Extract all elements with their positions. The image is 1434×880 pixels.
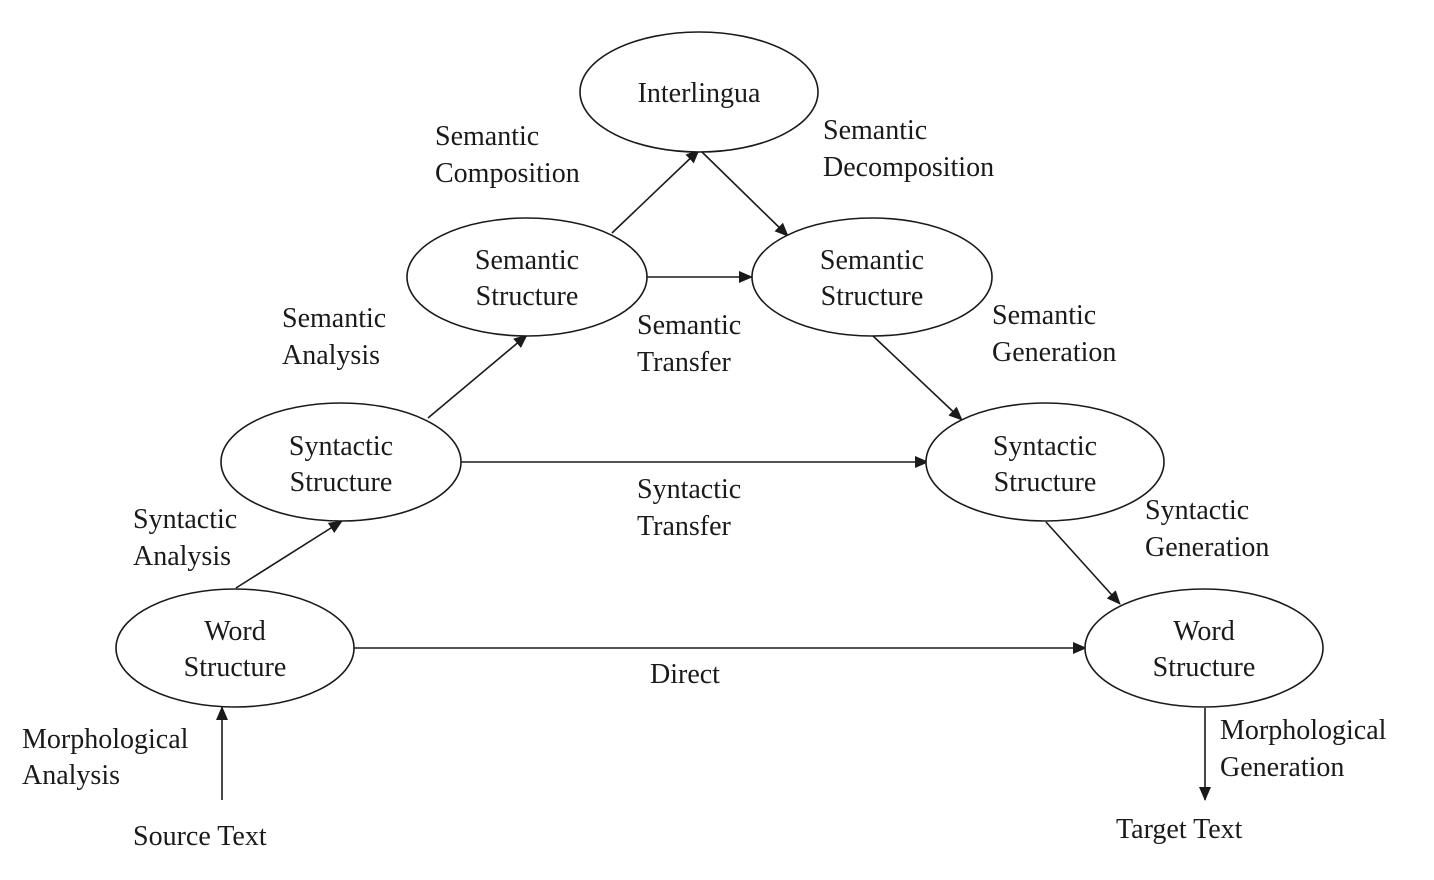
node-syntactic-structure-source: Syntactic Structure bbox=[220, 402, 462, 522]
label-line1: Syntactic bbox=[1145, 495, 1249, 526]
node-label-line2: Structure bbox=[821, 281, 924, 312]
label-semantic-generation: Semantic Generation bbox=[992, 300, 1116, 368]
label-semantic-decomposition: Semantic Decomposition bbox=[823, 115, 994, 183]
label-line1: Semantic bbox=[823, 115, 927, 146]
label-syntactic-generation: Syntactic Generation bbox=[1145, 495, 1269, 563]
node-label-line1: Word bbox=[1173, 616, 1235, 647]
edge-semantic-generation bbox=[871, 334, 963, 421]
node-label-line2: Structure bbox=[184, 652, 287, 683]
label-line2: Analysis bbox=[22, 760, 120, 791]
node-label-line1: Semantic bbox=[475, 245, 579, 276]
label-morphological-generation: Morphological Generation bbox=[1220, 715, 1387, 783]
node-label-line1: Word bbox=[204, 616, 266, 647]
edge-syntactic-generation bbox=[1045, 521, 1121, 605]
node-interlingua: Interlingua bbox=[579, 31, 819, 153]
node-semantic-structure-target: Semantic Structure bbox=[751, 217, 993, 337]
label-line1: Source Text bbox=[133, 821, 267, 852]
node-interlingua-label: Interlingua bbox=[638, 78, 761, 109]
label-line1: Target Text bbox=[1116, 814, 1243, 845]
edge-syntactic-analysis bbox=[235, 520, 343, 589]
node-label-line1: Syntactic bbox=[289, 431, 393, 462]
label-line2: Decomposition bbox=[823, 152, 994, 183]
node-label-line2: Structure bbox=[476, 281, 579, 312]
label-line1: Semantic bbox=[435, 121, 539, 152]
label-line1: Semantic bbox=[637, 310, 741, 341]
label-syntactic-analysis: Syntactic Analysis bbox=[133, 504, 237, 572]
label-semantic-transfer: Semantic Transfer bbox=[637, 310, 741, 378]
edge-semantic-analysis bbox=[427, 334, 528, 419]
node-label-line1: Syntactic bbox=[993, 431, 1097, 462]
label-line2: Generation bbox=[1145, 532, 1269, 563]
label-line2: Analysis bbox=[282, 340, 380, 371]
label-target-text: Target Text bbox=[1116, 814, 1243, 845]
label-line2: Generation bbox=[992, 337, 1116, 368]
label-line2: Transfer bbox=[637, 511, 732, 542]
node-label-line2: Structure bbox=[1153, 652, 1256, 683]
label-morphological-analysis: Morphological Analysis bbox=[22, 724, 189, 791]
label-line1: Direct bbox=[650, 659, 720, 690]
node-syntactic-structure-target: Syntactic Structure bbox=[925, 402, 1165, 522]
label-syntactic-transfer: Syntactic Transfer bbox=[637, 474, 741, 542]
label-source-text: Source Text bbox=[133, 821, 267, 852]
label-semantic-analysis: Semantic Analysis bbox=[282, 303, 386, 371]
node-semantic-structure-source: Semantic Structure bbox=[406, 217, 648, 337]
label-line2: Analysis bbox=[133, 541, 231, 572]
label-direct: Direct bbox=[650, 659, 720, 690]
label-line2: Composition bbox=[435, 158, 580, 189]
label-line2: Transfer bbox=[637, 347, 732, 378]
node-word-structure-source: Word Structure bbox=[115, 588, 355, 708]
label-line1: Semantic bbox=[992, 300, 1096, 331]
label-line2: Generation bbox=[1220, 752, 1344, 783]
label-line1: Syntactic bbox=[637, 474, 741, 505]
label-line1: Syntactic bbox=[133, 504, 237, 535]
node-label-line2: Structure bbox=[290, 467, 393, 498]
node-label-line2: Structure bbox=[994, 467, 1097, 498]
label-semantic-composition: Semantic Composition bbox=[435, 121, 580, 189]
label-line1: Semantic bbox=[282, 303, 386, 334]
node-label-line1: Semantic bbox=[820, 245, 924, 276]
label-line1: Morphological bbox=[1220, 715, 1387, 746]
edge-semantic-composition bbox=[611, 149, 700, 234]
edge-semantic-decomposition bbox=[701, 151, 789, 237]
edges bbox=[216, 149, 1211, 801]
node-word-structure-target: Word Structure bbox=[1084, 588, 1324, 708]
label-line1: Morphological bbox=[22, 724, 189, 755]
